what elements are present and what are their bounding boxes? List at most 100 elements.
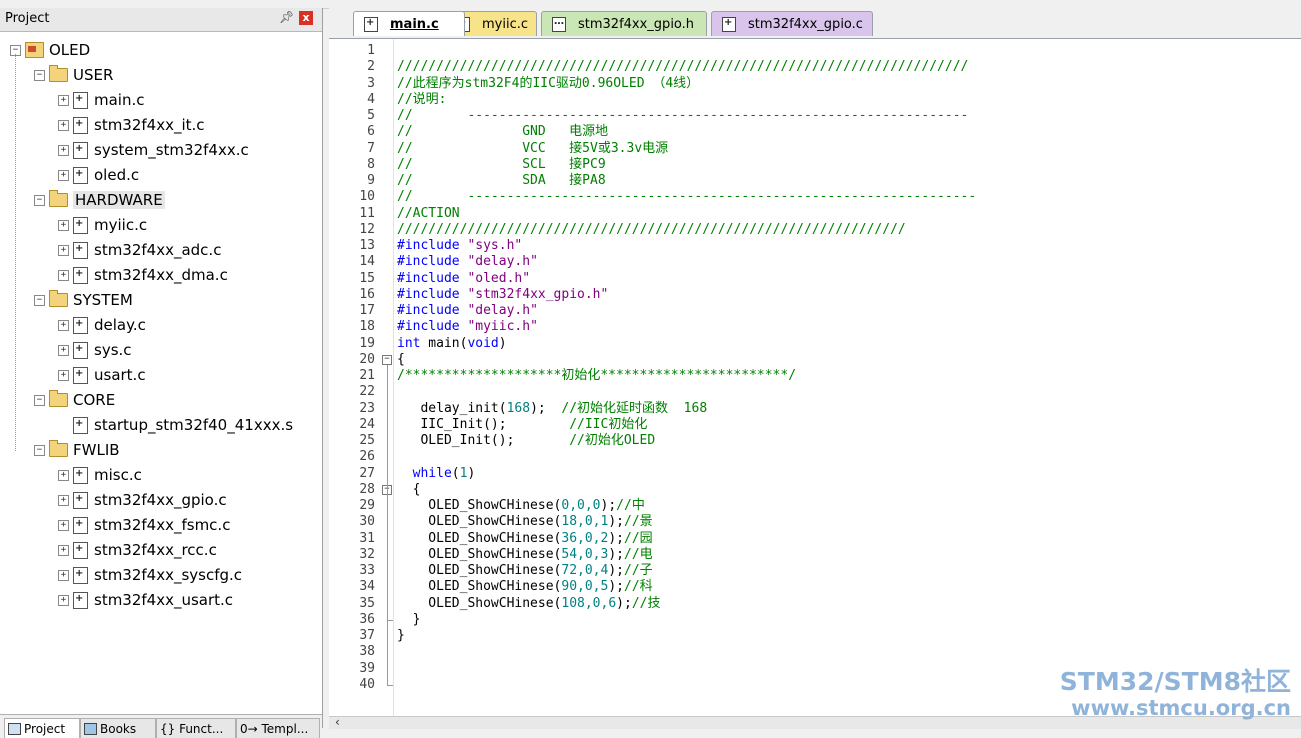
tree-file-item[interactable]: + stm32f4xx_usart.c [58,589,233,611]
tree-file-item[interactable]: +stm32f4xx_it.c [58,114,205,136]
horizontal-scrollbar[interactable]: ‹ [329,715,1301,729]
expand-icon[interactable]: + [58,319,69,331]
pane-tab-templates[interactable]: 0→ Templ... [236,718,320,738]
expand-icon[interactable]: + [58,269,69,281]
tab-label: stm32f4xx_gpio.c [748,16,863,32]
tree-file-item[interactable]: +myiic.c [58,214,147,236]
tree-root-label: OLED [49,41,91,59]
line-number: 36 [359,611,375,627]
code-token: main( [420,335,468,351]
code-token: #include [397,319,460,335]
tree-group-core[interactable]: − CORE [34,389,115,411]
c-file-icon [73,541,88,559]
tree-file-item[interactable]: + stm32f4xx_fsmc.c [58,514,230,536]
c-file-icon [73,566,88,584]
folder-icon [49,440,68,457]
folder-icon [49,290,68,307]
tree-file-item[interactable]: +stm32f4xx_adc.c [58,239,221,261]
code-text: // VCC 接5V或3.3v电源 [397,141,668,157]
tree-group-system[interactable]: −SYSTEM [34,289,133,311]
folder-icon [49,190,68,207]
collapse-icon[interactable]: − [34,194,45,206]
expand-icon[interactable]: + [58,169,69,181]
tab-main-c[interactable]: main.c [353,11,465,36]
code-token: //技 [631,595,661,611]
group-label: CORE [73,391,116,409]
file-label: stm32f4xx_usart.c [94,591,234,609]
c-file-icon [73,266,88,284]
collapse-icon[interactable]: − [34,444,45,456]
tree-group-hardware[interactable]: −HARDWARE [34,189,165,211]
line-number: 1 [367,43,375,58]
project-root-icon [25,42,44,58]
watermark-url: www.stmcu.org.cn [1071,696,1291,720]
expand-icon[interactable]: + [58,219,69,231]
tree-root-oled[interactable]: −OLED [10,39,90,61]
tree-file-item[interactable]: + usart.c [58,364,146,386]
fold-toggle-icon[interactable]: − [382,354,392,365]
file-label: main.c [94,91,145,109]
tree-file-item[interactable]: +stm32f4xx_rcc.c [58,539,217,561]
pane-tab-books[interactable]: Books [80,718,156,738]
scroll-left-icon[interactable]: ‹ [335,715,340,729]
line-number: 18 [359,319,375,335]
expand-icon[interactable]: + [58,244,69,256]
tree-file-item[interactable]: +stm32f4xx_syscfg.c [58,564,242,586]
expand-icon[interactable]: + [58,494,69,506]
pane-tab-project[interactable]: Project [4,718,80,738]
tree-file-item[interactable]: +delay.c [58,314,146,336]
code-token: //ACTION [397,205,460,221]
tree-group-fwlib[interactable]: −FWLIB [34,439,120,461]
code-token: { [397,351,405,367]
expand-icon[interactable]: + [58,119,69,131]
file-label: stm32f4xx_fsmc.c [94,516,231,534]
project-tab-icon [8,722,21,735]
close-pane-button[interactable]: x [299,11,313,25]
tree-file-item[interactable]: +oled.c [58,164,139,186]
tab-label: main.c [390,16,439,32]
pane-tab-functions[interactable]: {} Funct... [156,718,236,738]
expand-icon[interactable]: + [58,144,69,156]
tree-file-item[interactable]: startup_stm32f40_41xxx.s [58,414,293,436]
file-label: sys.c [94,341,132,359]
line-number-gutter [329,39,377,717]
line-number: 17 [359,303,375,318]
expand-icon[interactable]: + [58,519,69,531]
tree-file-item[interactable]: +stm32f4xx_gpio.c [58,489,227,511]
tree-file-item[interactable]: +misc.c [58,464,142,486]
line-number: 27 [359,465,375,481]
pin-icon[interactable]: 📌︎ [279,10,295,24]
line-number: 20 [359,351,375,367]
tab-stm32f4xx-gpio-c[interactable]: stm32f4xx_gpio.c [711,11,873,36]
collapse-icon[interactable]: − [34,394,45,406]
expand-icon[interactable]: + [58,469,69,481]
code-token: "delay.h" [459,254,538,270]
code-token: // GND 电源地 [397,124,609,140]
expand-icon[interactable]: + [58,544,69,556]
line-number: 3 [367,75,375,91]
tree-file-item[interactable]: + main.c [58,89,145,111]
watermark: STM32/STM8社区 www.stmcu.org.cn [1060,668,1291,721]
tree-guide-line [15,54,16,451]
expand-icon[interactable]: + [58,94,69,106]
tree-file-item[interactable]: +system_stm32f4xx.c [58,139,249,161]
collapse-icon[interactable]: − [34,69,45,81]
tree-group-user[interactable]: −USER [34,64,113,86]
tree-file-item[interactable]: +stm32f4xx_dma.c [58,264,228,286]
tree-file-item[interactable]: + sys.c [58,339,132,361]
tab-stm32f4xx-gpio-h[interactable]: stm32f4xx_gpio.h [541,11,707,36]
collapse-icon[interactable]: − [34,294,45,306]
code-token: ////////////////////////////////////////… [397,59,969,75]
code-token: int [397,335,421,351]
code-text: #include "delay.h" [397,303,538,319]
expand-icon[interactable]: + [58,594,69,606]
file-label: usart.c [94,366,146,384]
expand-icon[interactable]: + [58,569,69,581]
project-pane-title: Project [5,11,50,26]
code-text: #include "oled.h" [397,271,530,287]
expand-icon[interactable]: + [58,369,69,381]
expand-icon[interactable]: + [58,344,69,356]
code-token: ); [608,530,624,546]
code-text: /********************初始化****************… [397,368,796,384]
